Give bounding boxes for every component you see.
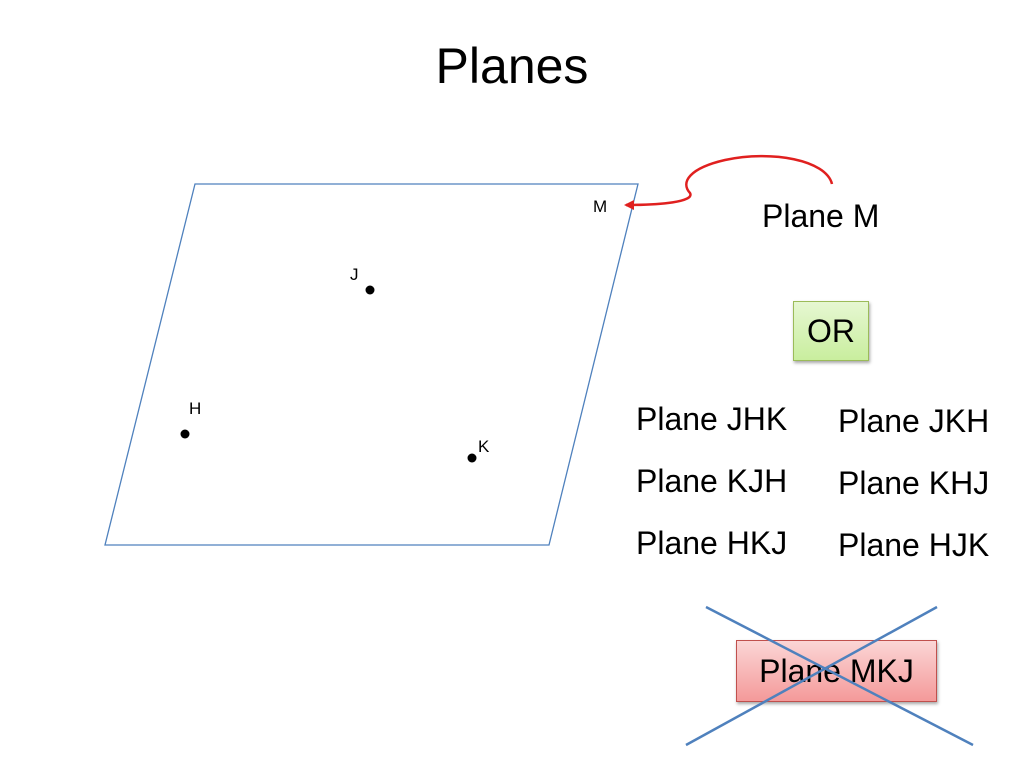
or-box: OR	[793, 301, 869, 361]
alternative-name-right-3: Plane HJK	[838, 527, 990, 563]
point-j	[365, 285, 375, 295]
pointer-arrow	[624, 154, 834, 210]
alternative-name-left-1: Plane JHK	[636, 401, 788, 437]
alternative-name-right-1: Plane JKH	[838, 403, 990, 439]
alternative-name-left-3: Plane HKJ	[636, 525, 788, 561]
point-label-h: H	[189, 399, 201, 418]
incorrect-name-box: Plane MKJ	[736, 640, 937, 702]
point-k	[467, 453, 477, 463]
plane-name-label: Plane M	[762, 198, 880, 234]
point-label-j: J	[350, 265, 359, 284]
alternative-name-left-2: Plane KJH	[636, 463, 788, 499]
slide-title: Planes	[435, 38, 589, 94]
plane-parallelogram	[104, 183, 639, 546]
point-h	[180, 429, 190, 439]
point-label-m: M	[593, 197, 607, 216]
point-label-k: K	[478, 437, 490, 456]
alternative-name-right-2: Plane KHJ	[838, 465, 990, 501]
